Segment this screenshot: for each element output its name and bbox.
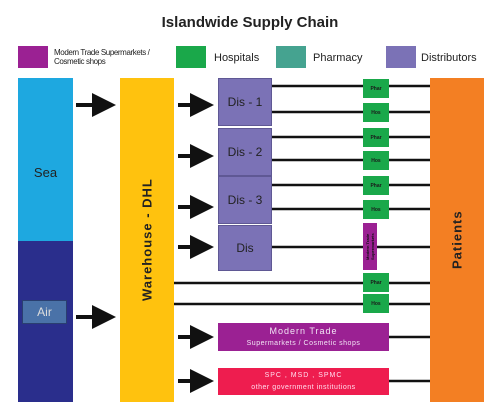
pharmacy-box-2: Phar bbox=[363, 128, 389, 147]
pharmacy-box-4: Phar bbox=[363, 273, 389, 292]
legend-swatch-pharmacy bbox=[276, 46, 306, 68]
government-box bbox=[218, 368, 389, 395]
hospital-box-4: Hos bbox=[363, 294, 389, 313]
legend-label-modern-trade: Modern Trade Supermarkets / Cosmetic sho… bbox=[54, 48, 150, 66]
distributor-label-4: Dis bbox=[236, 241, 254, 255]
hospital-box-1: Hos bbox=[363, 103, 389, 122]
distributor-label-3: Dis - 3 bbox=[227, 193, 263, 207]
pharmacy-box-1: Phar bbox=[363, 79, 389, 98]
hospital-box-2: Hos bbox=[363, 151, 389, 170]
modern-trade-box bbox=[218, 323, 389, 351]
warehouse-block bbox=[120, 78, 174, 402]
modern-trade-small-box bbox=[363, 223, 377, 270]
pharmacy-box-3: Phar bbox=[363, 176, 389, 195]
legend-label-pharmacy: Pharmacy bbox=[313, 52, 363, 64]
distributor-label-1: Dis - 1 bbox=[227, 95, 263, 109]
sea-label: Sea bbox=[33, 164, 58, 180]
legend-swatch-hospitals bbox=[176, 46, 206, 68]
distributor-box-2 bbox=[218, 128, 272, 176]
distributor-box-1 bbox=[218, 78, 272, 126]
government-title: SPC , MSD , SPMC bbox=[264, 372, 343, 379]
patients-block bbox=[430, 78, 484, 402]
legend-label-hospitals: Hospitals bbox=[214, 52, 260, 64]
sea-block bbox=[18, 78, 73, 241]
air-label-box bbox=[22, 300, 67, 324]
government-subtitle: other government institutions bbox=[251, 383, 356, 391]
air-label: Air bbox=[37, 305, 52, 319]
legend-swatch-distributors bbox=[386, 46, 416, 68]
distributor-box-3 bbox=[218, 176, 272, 224]
legend-label-distributors: Distributors bbox=[421, 52, 477, 64]
modern-trade-title: Modern Trade bbox=[269, 326, 338, 336]
modern-trade-subtitle: Supermarkets / Cosmetic shops bbox=[246, 339, 361, 347]
hospital-box-3: Hos bbox=[363, 200, 389, 219]
distributor-box-4 bbox=[218, 225, 272, 271]
modern-trade-small-label: Modern Trade Supermarkets bbox=[365, 233, 375, 260]
legend-swatch-modern-trade bbox=[18, 46, 48, 68]
distributor-label-2: Dis - 2 bbox=[227, 145, 263, 159]
diagram-title: Islandwide Supply Chain bbox=[161, 14, 339, 31]
